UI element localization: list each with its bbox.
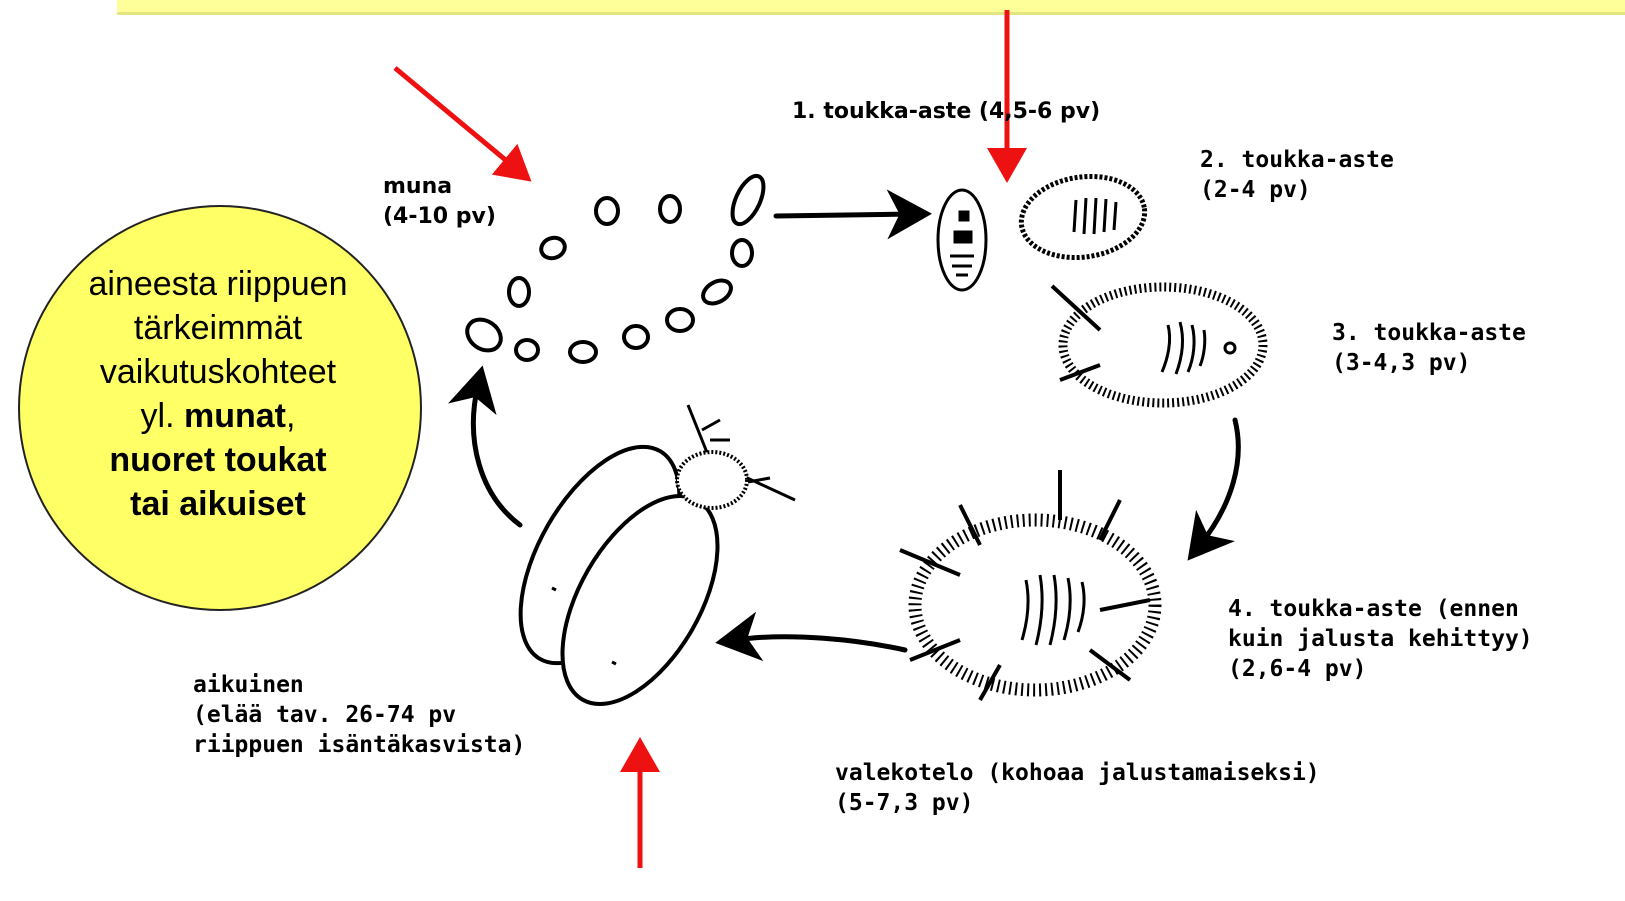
callout-young-larvae: nuoret toukat (109, 441, 326, 479)
label-third-instar: 3. toukka-aste (3-4,3 pv) (1332, 318, 1526, 378)
highlight-arrow-eggs (395, 68, 520, 172)
label-fourth-instar: 4. toukka-aste (ennen kuin jalusta kehit… (1228, 594, 1533, 684)
callout-line-1: aineesta riippuen (18, 262, 418, 306)
label-second-instar: 2. toukka-aste (2-4 pv) (1200, 145, 1394, 205)
callout-line-4: yl. munat, (18, 394, 418, 438)
callout-text: aineesta riippuen tärkeimmät vaikutuskoh… (18, 262, 418, 526)
third-instar-icon (1052, 286, 1263, 403)
whitefly-adult-icon (488, 405, 795, 730)
callout-eggs-emphasis: munat (184, 397, 286, 435)
callout-adults: tai aikuiset (130, 485, 306, 523)
callout-line-4-prefix: yl. (141, 397, 184, 435)
label-egg-stage: muna (4-10 pv) (383, 172, 496, 232)
fourth-instar-icon (900, 470, 1155, 700)
callout-line-6: tai aikuiset (18, 482, 418, 526)
callout-line-5: nuoret toukat (18, 438, 418, 482)
egg-icon (461, 171, 770, 362)
label-first-instar: 1. toukka-aste (4,5-6 pv) (792, 97, 1100, 127)
second-instar-icon (1016, 169, 1150, 265)
label-pupa: valekotelo (kohoaa jalustamaiseksi) (5-7… (835, 758, 1320, 818)
callout-line-2: tärkeimmät (18, 306, 418, 350)
first-instar-icon (938, 190, 986, 290)
callout-line-3: vaikutuskohteet (18, 350, 418, 394)
label-adult: aikuinen (elää tav. 26-74 pv riippuen is… (193, 670, 525, 760)
callout-line-4-suffix: , (286, 397, 295, 435)
